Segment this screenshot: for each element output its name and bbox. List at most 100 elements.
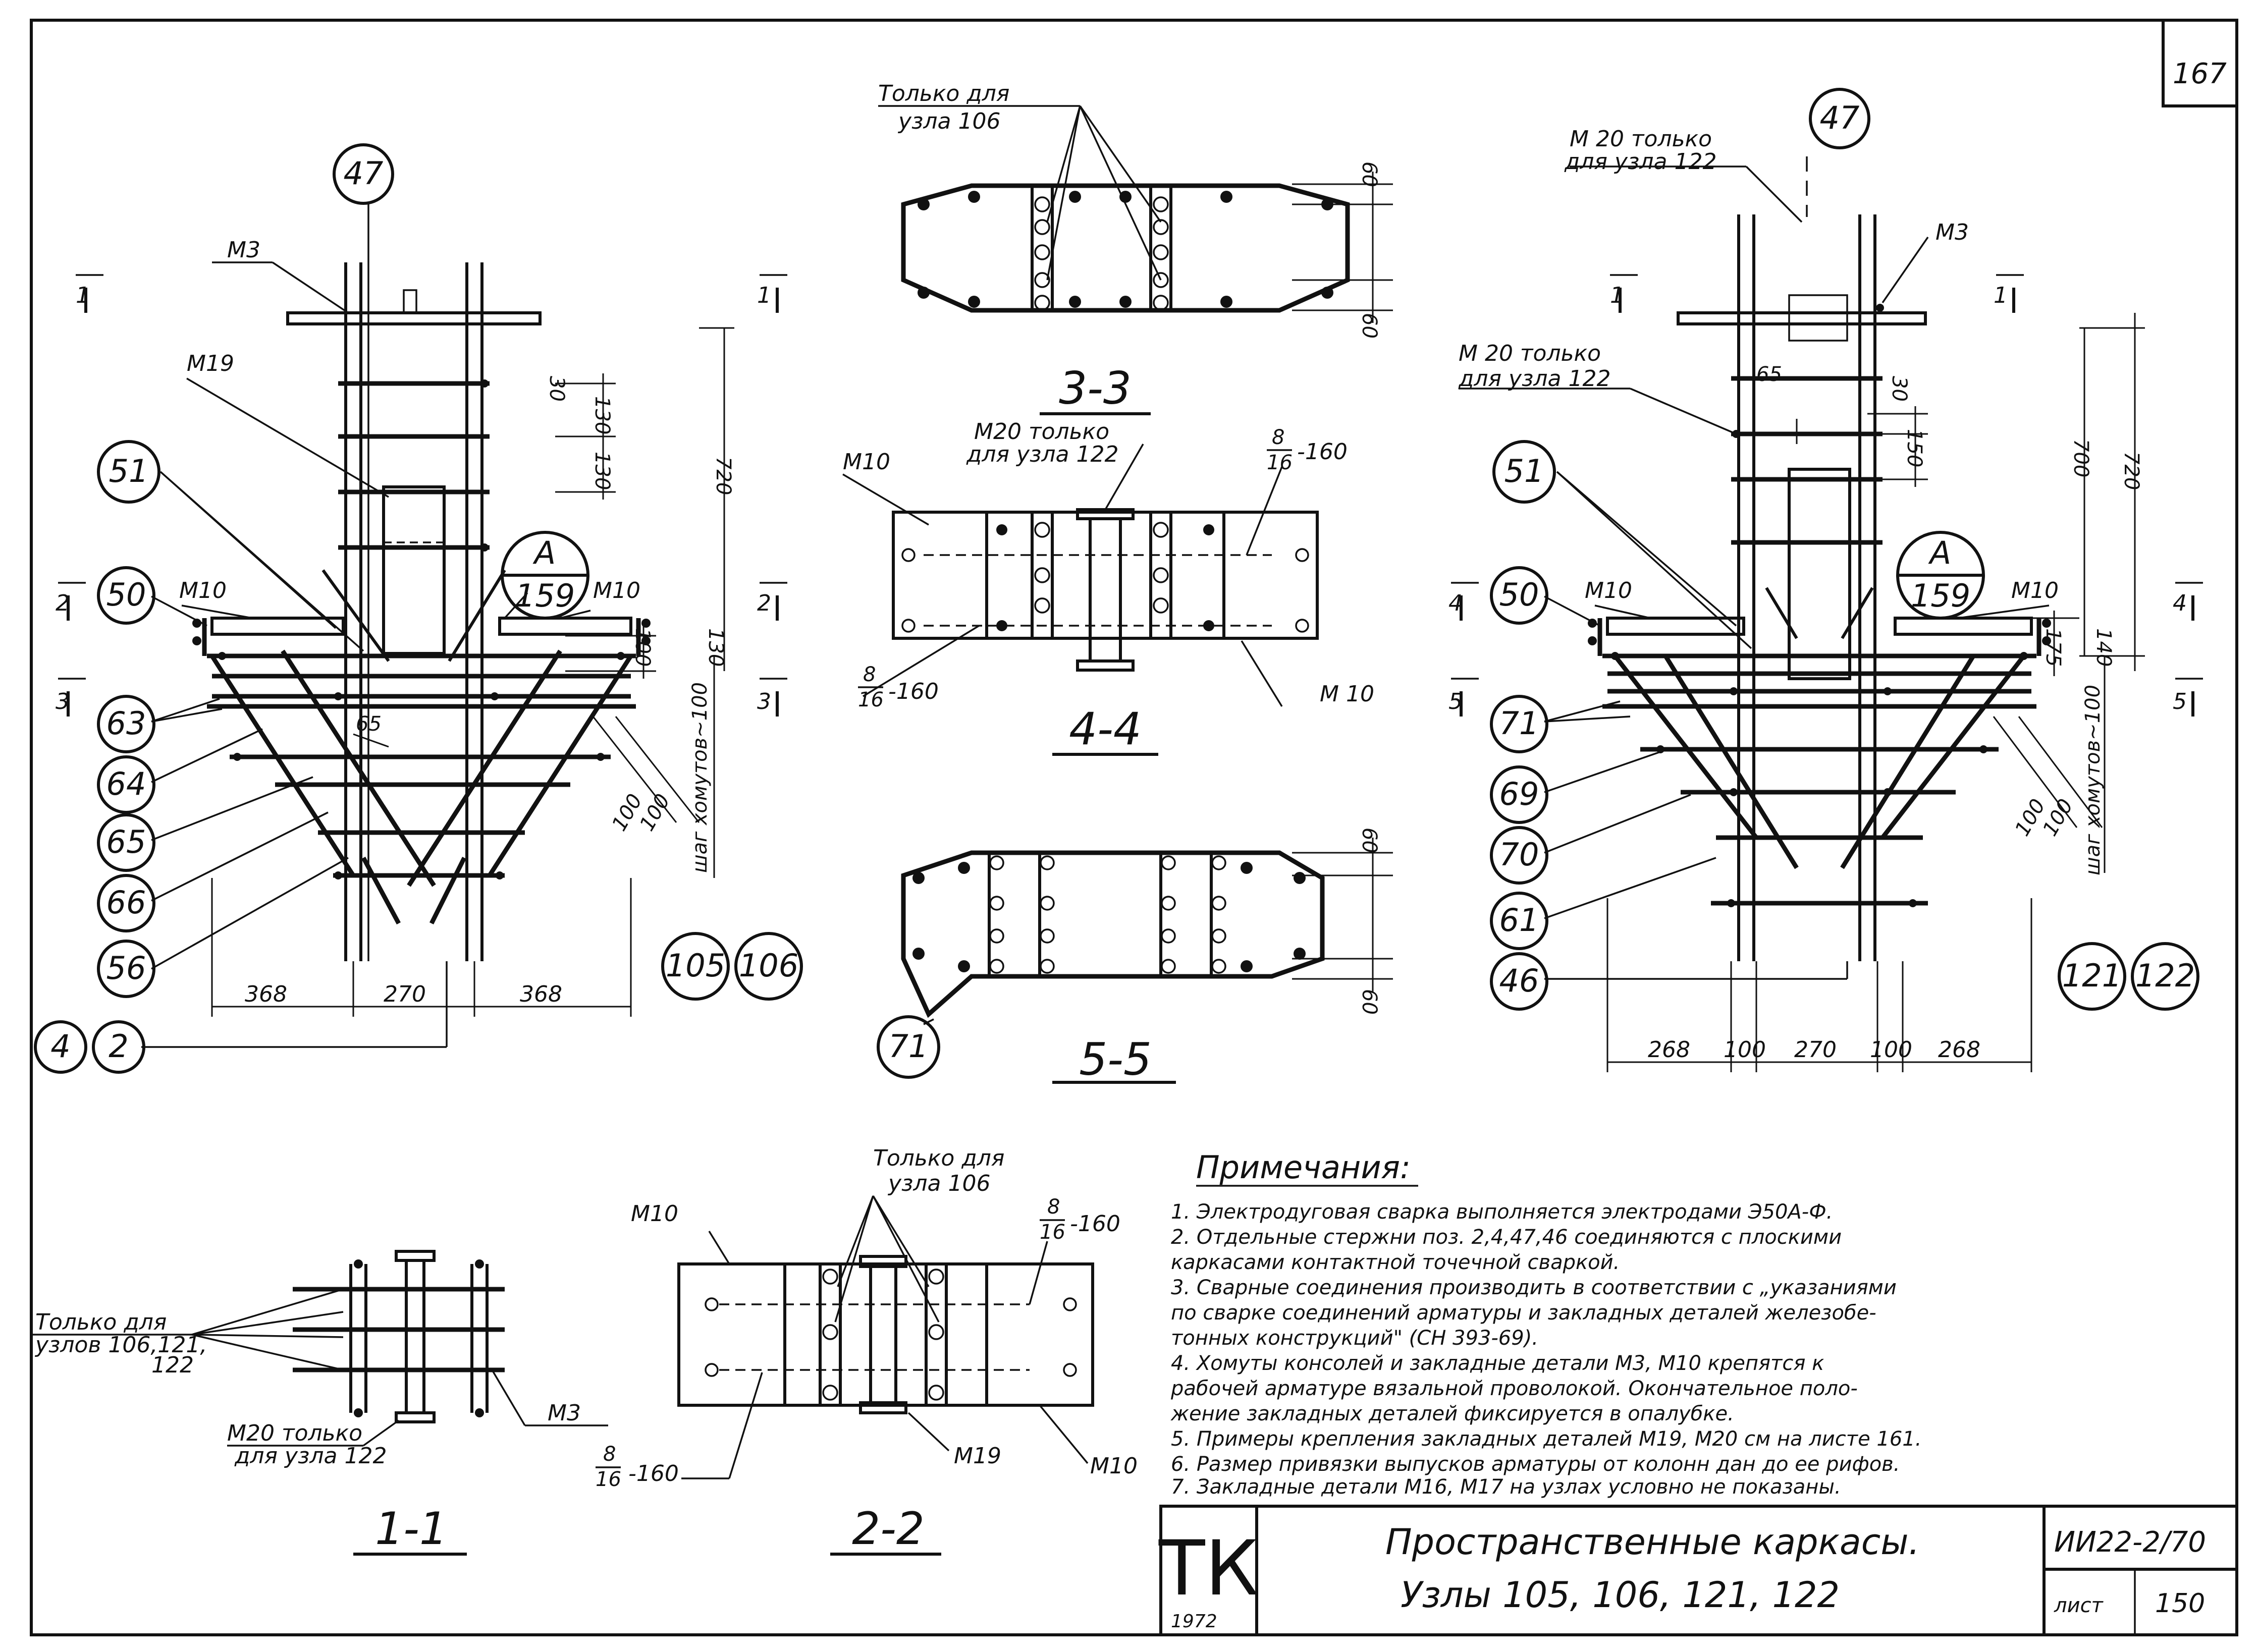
s22-frac-bottom-suffix: -160 — [628, 1461, 679, 1486]
rn-dim-700: 700 — [2069, 439, 2092, 477]
s11-label-m3: M3 — [548, 1400, 581, 1426]
page-number: 167 — [2173, 58, 2227, 90]
note-line-8: рабочей арматуре вязальной проволокой. О… — [1170, 1377, 1858, 1400]
s22-frac-bottom-den: 16 — [596, 1468, 621, 1491]
rn-dim-720: 720 — [2120, 452, 2143, 490]
dim-100-left: 100 — [631, 628, 654, 667]
section-2-2-title: 2-2 — [852, 1503, 925, 1555]
note-line-12: 7. Закладные детали М16, М17 на узлах ус… — [1171, 1475, 1841, 1499]
callout-61: 61 — [1499, 902, 1539, 939]
callout-64: 64 — [106, 765, 146, 802]
s22-frac-top-num: 8 — [1047, 1195, 1060, 1219]
circle-2-text: 2 — [109, 1028, 128, 1065]
rn-section-mark-4-right: 4 — [2173, 590, 2187, 616]
title-line-1: Пространственные каркасы. — [1385, 1521, 1920, 1563]
section-mark-2-left: 2 — [56, 590, 70, 616]
section-mark-1-right: 1 — [757, 283, 771, 308]
section-1-1-title: 1-1 — [375, 1503, 448, 1555]
callout-50-right: 50 — [1499, 576, 1539, 613]
s22-frac-top-den: 16 — [1040, 1221, 1065, 1244]
s44-frac-bottom-num: 8 — [863, 663, 876, 686]
s11-note-1: Только для — [35, 1309, 167, 1335]
rn-dim-65: 65 — [1756, 363, 1782, 386]
notes-block: Примечания: 1. Электродуговая сварка вып… — [1170, 1149, 1921, 1499]
s33-dim-60-top: 60 — [1358, 161, 1381, 187]
section-mark-3-right: 3 — [757, 689, 771, 714]
s11-note-2: узлов 106,121, — [34, 1332, 207, 1358]
node-105-text: 105 — [666, 947, 725, 984]
rn-dim-100-diag-b: 100 — [2038, 795, 2078, 840]
section-mark-3-left: 3 — [56, 689, 70, 714]
label-m3-left: M3 — [227, 237, 260, 263]
callout-69: 69 — [1499, 776, 1539, 812]
dim-368-right: 368 — [520, 981, 562, 1007]
rn-section-mark-5-left: 5 — [1448, 689, 1463, 714]
dim-130-left-c: 130 — [704, 628, 727, 667]
callout-63: 63 — [106, 705, 146, 742]
section-5-5-title: 5-5 — [1079, 1033, 1152, 1085]
section-4-4-title: 4-4 — [1069, 703, 1142, 755]
note-line-4: 3. Сварные соединения производить в соот… — [1171, 1276, 1897, 1299]
s33-dim-60-bottom: 60 — [1358, 313, 1381, 339]
rn-dim-270: 270 — [1794, 1037, 1837, 1063]
s22-note-2: узла 106 — [887, 1171, 991, 1196]
node-122-text: 122 — [2135, 957, 2195, 994]
s44-frac-top-den: 16 — [1267, 451, 1293, 474]
rn-label-m3: M3 — [1936, 219, 1969, 245]
rn-section-mark-4-left: 4 — [1448, 590, 1463, 616]
title-sheet-label: лист — [2054, 1594, 2104, 1617]
notes-heading: Примечания: — [1196, 1149, 1411, 1186]
right-callout-column — [1490, 440, 1556, 1011]
rn-section-mark-1-right: 1 — [1994, 283, 2008, 308]
s44-frac-top-num: 8 — [1272, 426, 1284, 449]
s22-label-m10-left: M10 — [631, 1201, 678, 1227]
label-m10-left-a: M10 — [179, 578, 227, 603]
note-line-1: 1. Электродуговая сварка выполняется эле… — [1171, 1200, 1833, 1224]
s44-note-2: для узла 122 — [966, 442, 1119, 467]
ref-159-right: 159 — [1911, 577, 1970, 614]
sheet-frame — [30, 19, 2238, 1636]
rn-note-m20-top-2: для узла 122 — [1564, 149, 1717, 175]
left-callout-column — [97, 440, 160, 998]
right-node-drawing — [1451, 156, 2203, 1072]
callout-47-right-text: 47 — [1820, 99, 1860, 136]
title-block — [1159, 1505, 2238, 1636]
s55-dim-60-top: 60 — [1358, 828, 1381, 853]
section-mark-2-right: 2 — [757, 590, 771, 616]
node-circle-106 — [734, 932, 803, 1001]
note-line-11: 6. Размер привязки выпусков арматуры от … — [1171, 1453, 1900, 1476]
rn-dim-30: 30 — [1888, 376, 1911, 402]
node-121-text: 121 — [2062, 957, 2122, 994]
rn-dim-175: 175 — [2041, 628, 2065, 667]
s33-note-1: Только для — [878, 81, 1009, 106]
callout-70: 70 — [1499, 836, 1539, 873]
rn-dim-150: 150 — [1903, 429, 1926, 467]
s44-frac-bottom-den: 16 — [858, 688, 884, 711]
note-line-10: 5. Примеры крепления закладных деталей М… — [1171, 1427, 1921, 1451]
callout-71: 71 — [1499, 705, 1539, 742]
circle-4-text: 4 — [50, 1028, 70, 1065]
label-m19-left: M19 — [187, 351, 234, 376]
s11-note-m20-2: для узла 122 — [234, 1443, 387, 1469]
rn-dim-140: 140 — [2092, 628, 2115, 667]
rn-dim-268-right: 268 — [1938, 1037, 1980, 1063]
callout-51-left: 51 — [109, 453, 149, 489]
s11-note-m20-1: М20 только — [227, 1420, 362, 1446]
s22-note-1: Только для — [873, 1145, 1004, 1171]
callout-51-right: 51 — [1504, 453, 1544, 489]
s22-frac-bottom-num: 8 — [603, 1443, 616, 1466]
s44-frac-bottom-suffix: -160 — [888, 679, 939, 704]
dim-pitch-left: шаг хомутов~100 — [688, 682, 712, 873]
section-4-4-drawing — [842, 444, 1319, 756]
rn-note-m20-top-1: М 20 только — [1570, 126, 1712, 152]
page-number-box — [2162, 19, 2238, 107]
callout-47-left-text: 47 — [344, 155, 384, 192]
dim-368-left: 368 — [245, 981, 287, 1007]
rn-note-m20-mid-1: М 20 только — [1459, 341, 1601, 366]
note-line-9: жение закладных деталей фиксируется в оп… — [1170, 1402, 1734, 1425]
rn-dim-268-left: 268 — [1648, 1037, 1690, 1063]
dim-65-left: 65 — [356, 712, 382, 736]
rn-label-m10-b: M10 — [2011, 578, 2059, 603]
note-line-7: 4. Хомуты консолей и закладные детали М3… — [1171, 1352, 1824, 1375]
